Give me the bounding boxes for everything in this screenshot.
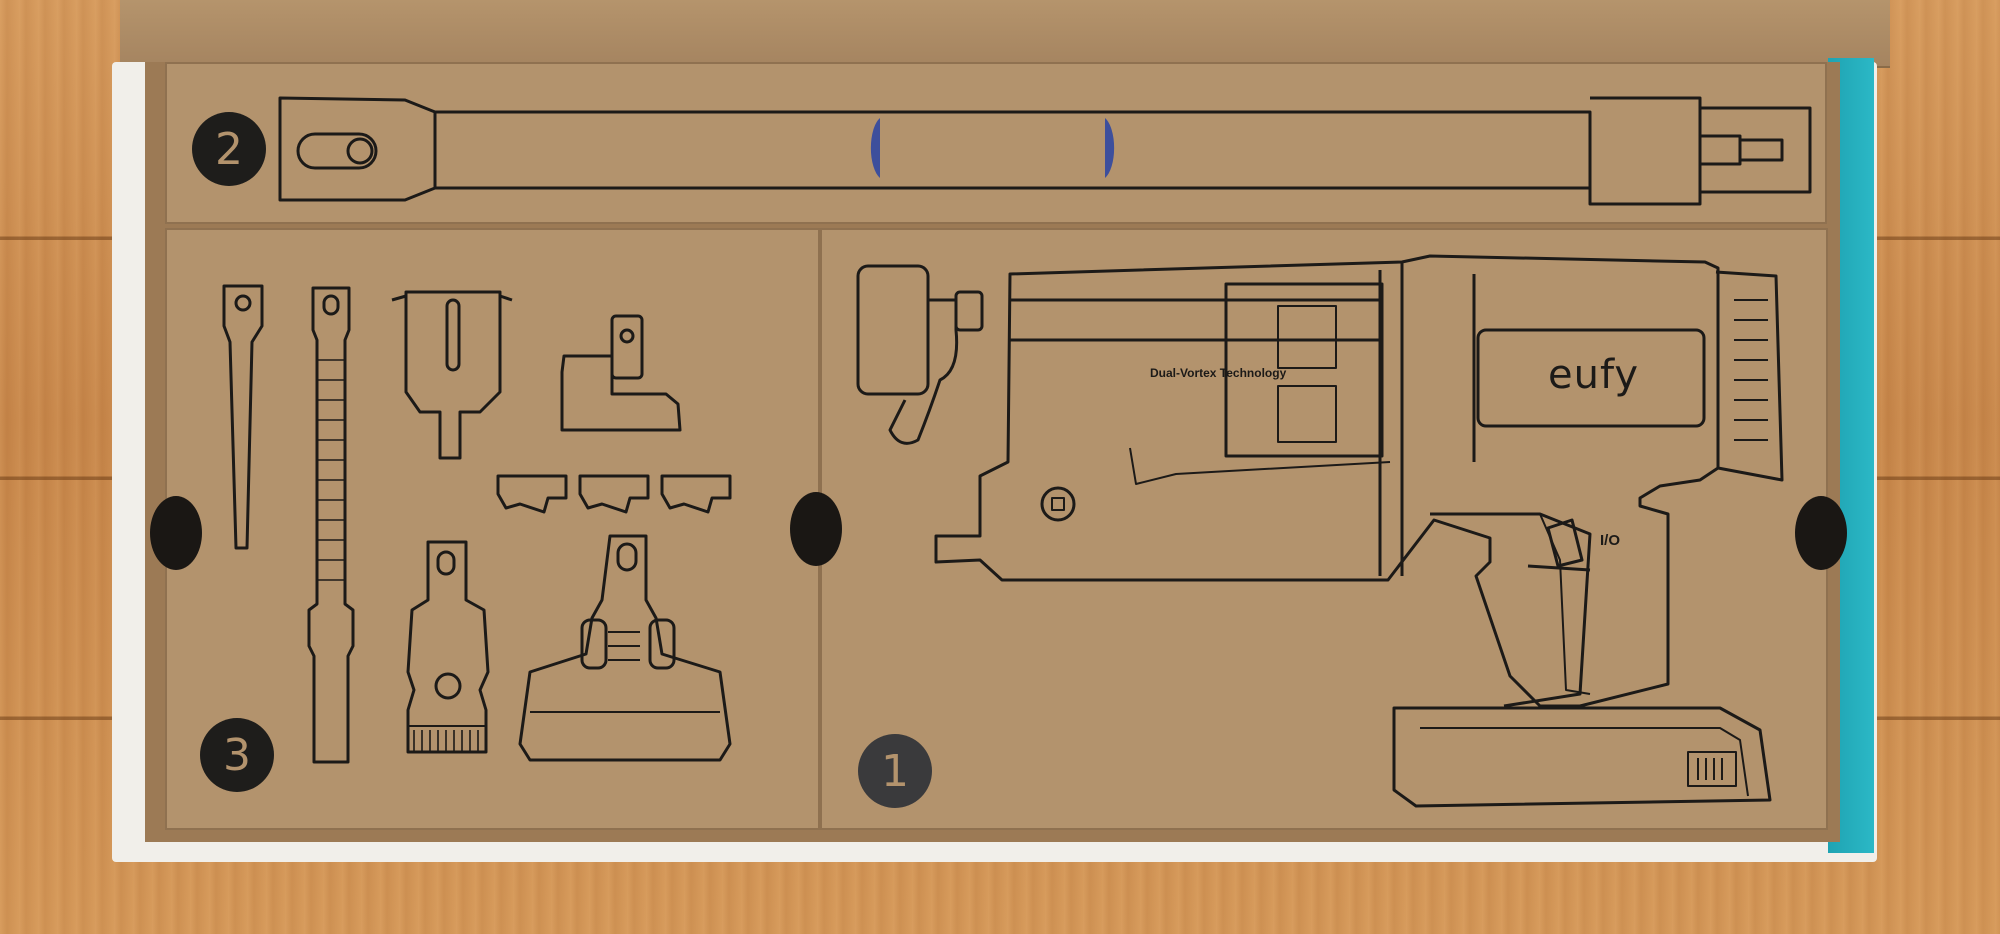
accessories-drawing <box>222 284 732 764</box>
compartment-3-panel <box>165 228 820 830</box>
finger-hole-left <box>150 496 202 570</box>
eufy-logo-text: eufy <box>1548 352 1640 398</box>
compartment-number-2: 2 <box>192 112 266 186</box>
compartment-2-panel <box>165 62 1827 224</box>
compartment-1-panel <box>820 228 1828 830</box>
power-switch-label: I/O <box>1600 532 1621 549</box>
compartment-number-3: 3 <box>200 718 274 792</box>
dual-vortex-label: Dual-Vortex Technology <box>1150 366 1287 380</box>
finger-hole-right <box>1795 496 1847 570</box>
extension-tube-drawing <box>278 96 1812 206</box>
vacuum-body-drawing <box>856 254 1784 808</box>
finger-hole-center <box>790 492 842 566</box>
compartment-number-1: 1 <box>858 734 932 808</box>
